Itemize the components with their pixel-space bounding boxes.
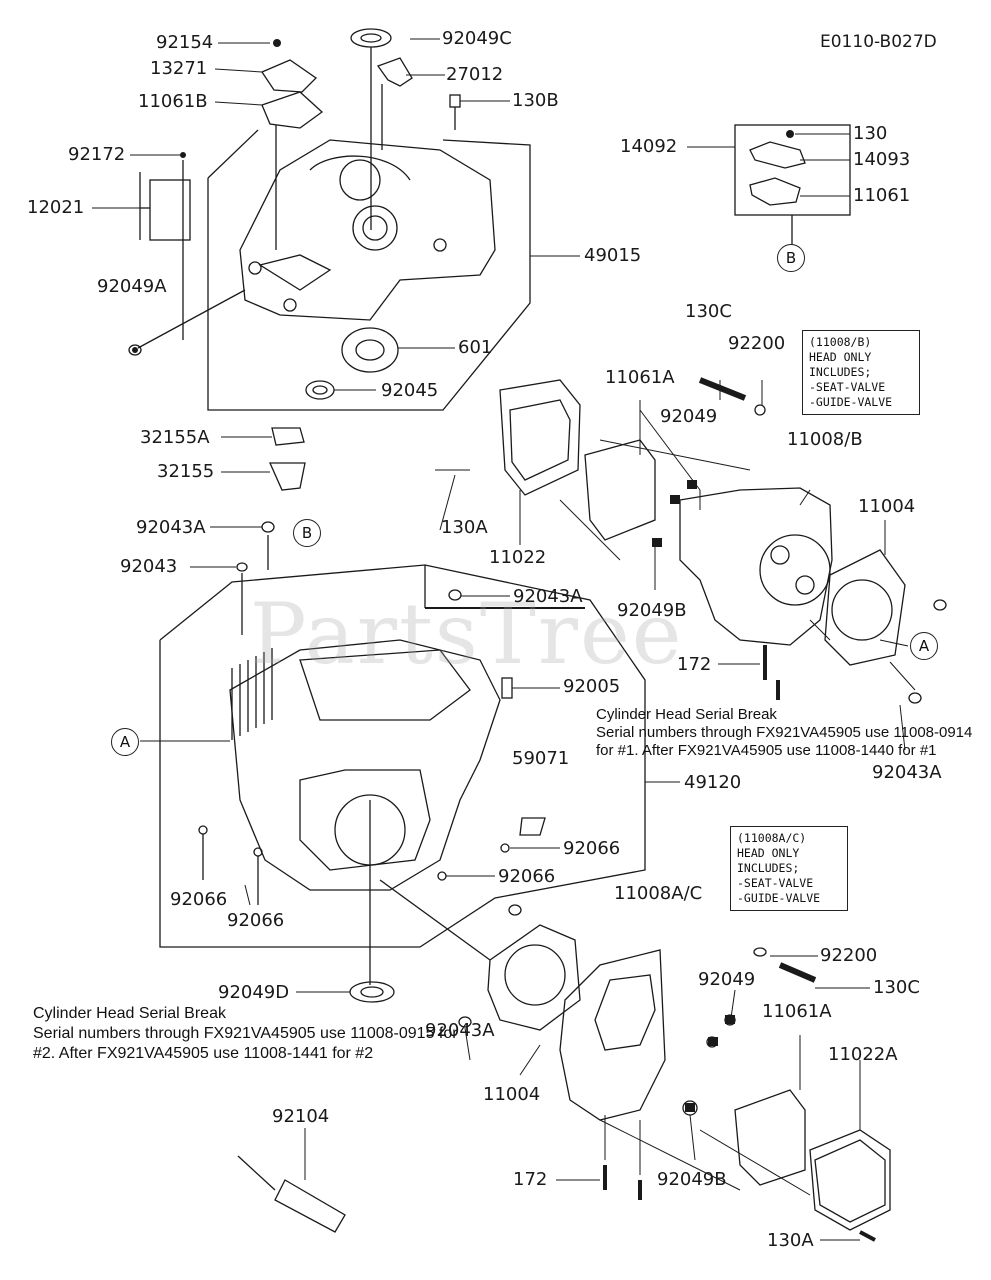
gasket-11061a-lower bbox=[734, 1089, 806, 1186]
part-label-92043[interactable]: 92043 bbox=[120, 556, 178, 577]
crankcase-frame bbox=[159, 564, 646, 948]
part-label-172-top[interactable]: 172 bbox=[677, 654, 712, 675]
part-label-11008ac[interactable]: 11008A/C bbox=[614, 883, 703, 904]
crankcase-49120 bbox=[229, 639, 501, 891]
part-label-49015[interactable]: 49015 bbox=[584, 245, 642, 266]
part-label-92043a-1[interactable]: 92043A bbox=[136, 517, 206, 538]
box-14092 bbox=[734, 124, 851, 216]
cylinder-fins bbox=[231, 648, 273, 740]
part-label-92066-1[interactable]: 92066 bbox=[563, 838, 621, 859]
head-gasket-11004-lower bbox=[487, 924, 581, 1031]
part-label-92045[interactable]: 92045 bbox=[381, 380, 439, 401]
info-box-head-b-line: (11008/B) bbox=[809, 335, 872, 349]
part-label-92049c[interactable]: 92049C bbox=[442, 28, 512, 49]
part-label-92049b-bot[interactable]: 92049B bbox=[657, 1169, 727, 1190]
part-label-14093[interactable]: 14093 bbox=[853, 149, 911, 170]
rocker-cover-11022 bbox=[499, 379, 581, 496]
part-label-92005[interactable]: 92005 bbox=[563, 676, 621, 697]
part-label-27012[interactable]: 27012 bbox=[446, 64, 504, 85]
part-label-601[interactable]: 601 bbox=[458, 337, 493, 358]
part-label-92172[interactable]: 92172 bbox=[68, 144, 126, 165]
part-label-92049d[interactable]: 92049D bbox=[218, 982, 290, 1003]
info-box-head-ac-line: -SEAT-VALVE bbox=[737, 876, 814, 890]
part-label-11004-bot[interactable]: 11004 bbox=[483, 1084, 541, 1105]
seal-92045 bbox=[305, 380, 335, 400]
part-label-92049b-top[interactable]: 92049B bbox=[617, 600, 687, 621]
part-label-130c-bot[interactable]: 130C bbox=[873, 977, 920, 998]
serial-note-2-title: Cylinder Head Serial Break bbox=[33, 1005, 226, 1022]
cylinder-head-11008ac bbox=[559, 949, 666, 1121]
info-box-head-b-line: -SEAT-VALVE bbox=[809, 380, 886, 394]
part-label-172-bot[interactable]: 172 bbox=[513, 1169, 548, 1190]
part-label-32155[interactable]: 32155 bbox=[157, 461, 215, 482]
callout-a-right: A bbox=[910, 632, 938, 660]
part-label-92066-3[interactable]: 92066 bbox=[170, 889, 228, 910]
info-box-head-b-line: INCLUDES; bbox=[809, 365, 872, 379]
serial-break-note-2: Cylinder Head Serial Break Serial number… bbox=[33, 1004, 458, 1064]
gasket-11061b bbox=[261, 91, 324, 129]
part-label-130a-top[interactable]: 130A bbox=[441, 517, 488, 538]
part-label-92200-bot[interactable]: 92200 bbox=[820, 945, 878, 966]
watermark: PartsTree bbox=[250, 585, 684, 683]
part-label-130a-bot[interactable]: 130A bbox=[767, 1230, 814, 1251]
part-label-11061b[interactable]: 11061B bbox=[138, 91, 208, 112]
part-label-59071[interactable]: 59071 bbox=[512, 748, 570, 769]
part-label-11022[interactable]: 11022 bbox=[489, 547, 547, 568]
part-label-11061-top[interactable]: 11061 bbox=[853, 185, 911, 206]
part-label-11008b[interactable]: 11008/B bbox=[787, 429, 863, 450]
crankcase-cover bbox=[239, 139, 496, 321]
callout-b-lower: B bbox=[293, 519, 321, 547]
part-label-130-top[interactable]: 130 bbox=[853, 123, 888, 144]
serial-note-2-line2: #2. After FX921VA45905 use 11008-1441 fo… bbox=[33, 1045, 374, 1062]
part-label-11022a[interactable]: 11022A bbox=[828, 1044, 898, 1065]
part-label-12021[interactable]: 12021 bbox=[27, 197, 85, 218]
part-label-32155a[interactable]: 32155A bbox=[140, 427, 210, 448]
part-label-92043a-2[interactable]: 92043A bbox=[513, 586, 583, 607]
part-label-130b[interactable]: 130B bbox=[512, 90, 559, 111]
serial-note-2-line1: Serial numbers through FX921VA45905 use … bbox=[33, 1025, 458, 1042]
callout-b-upper: B bbox=[777, 244, 805, 272]
crankcase-cover-frame bbox=[207, 139, 531, 411]
part-label-92043a-4[interactable]: 92043A bbox=[425, 1020, 495, 1041]
serial-note-1-title: Cylinder Head Serial Break bbox=[596, 706, 777, 723]
callout-a-left: A bbox=[111, 728, 139, 756]
part-label-92154[interactable]: 92154 bbox=[156, 32, 214, 53]
part-label-130c-top[interactable]: 130C bbox=[685, 301, 732, 322]
info-box-head-ac: (11008A/C) HEAD ONLY INCLUDES; -SEAT-VAL… bbox=[730, 826, 848, 911]
part-label-92049a[interactable]: 92049A bbox=[97, 276, 167, 297]
part-label-92049-top[interactable]: 92049 bbox=[660, 406, 718, 427]
gasket-11061a-upper bbox=[584, 439, 656, 541]
cylinder-head-11008b bbox=[679, 487, 833, 646]
info-box-head-b-line: HEAD ONLY bbox=[809, 350, 872, 364]
part-label-92043a-3[interactable]: 92043A bbox=[872, 762, 942, 783]
part-label-11061a-top[interactable]: 11061A bbox=[605, 367, 675, 388]
plate-13271 bbox=[261, 59, 318, 93]
part-label-92200-top[interactable]: 92200 bbox=[728, 333, 786, 354]
part-label-49120[interactable]: 49120 bbox=[684, 772, 742, 793]
part-label-14092[interactable]: 14092 bbox=[620, 136, 678, 157]
head-gasket-11004-upper bbox=[824, 549, 906, 666]
info-box-head-ac-line: (11008A/C) bbox=[737, 831, 807, 845]
sealant-tube-92104 bbox=[274, 1179, 346, 1233]
part-label-11061a-bot[interactable]: 11061A bbox=[762, 1001, 832, 1022]
serial-note-1-line1: Serial numbers through FX921VA45905 use … bbox=[596, 724, 973, 741]
part-label-92104[interactable]: 92104 bbox=[272, 1106, 330, 1127]
part-label-92066-2[interactable]: 92066 bbox=[498, 866, 556, 887]
bearing-601 bbox=[341, 327, 399, 373]
info-box-head-ac-line: INCLUDES; bbox=[737, 861, 800, 875]
info-box-head-ac-line: HEAD ONLY bbox=[737, 846, 800, 860]
part-label-13271[interactable]: 13271 bbox=[150, 58, 208, 79]
diagram-code: E0110-B027D bbox=[820, 32, 937, 52]
part-label-92066-4[interactable]: 92066 bbox=[227, 910, 285, 931]
part-label-11004-top[interactable]: 11004 bbox=[858, 496, 916, 517]
seal-92049d bbox=[349, 981, 395, 1003]
part-label-92049-bot[interactable]: 92049 bbox=[698, 969, 756, 990]
serial-note-1-line2: for #1. After FX921VA45905 use 11008-144… bbox=[596, 742, 937, 759]
info-box-head-b-line: -GUIDE-VALVE bbox=[809, 395, 893, 409]
info-box-head-b: (11008/B) HEAD ONLY INCLUDES; -SEAT-VALV… bbox=[802, 330, 920, 415]
serial-break-note-1: Cylinder Head Serial Break Serial number… bbox=[596, 706, 972, 760]
info-box-head-ac-line: -GUIDE-VALVE bbox=[737, 891, 821, 905]
seal-92049c bbox=[350, 28, 392, 48]
